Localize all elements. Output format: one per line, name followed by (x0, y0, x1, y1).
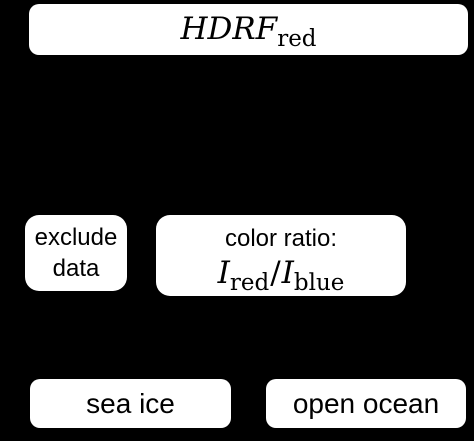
color-ratio-formula: Ired/Iblue (217, 254, 345, 294)
hdrf-subscript: red (277, 26, 317, 52)
sea-ice-box: sea ice (30, 379, 231, 428)
color-ratio-caption: color ratio: (224, 224, 338, 252)
ratio-numerator-subscript: red (229, 269, 270, 296)
ratio-numerator-symbol: I (217, 254, 230, 291)
open-ocean-box: open ocean (266, 379, 466, 428)
ratio-operator: / (270, 254, 281, 291)
sea-ice-label: sea ice (86, 387, 175, 419)
color-ratio-box: color ratio: Ired/Iblue (156, 215, 406, 296)
open-ocean-label: open ocean (292, 387, 440, 419)
hdrf-symbol: HDRF (180, 11, 278, 47)
exclude-label-line2: data (52, 255, 100, 282)
exclude-data-box: exclude data (25, 215, 127, 291)
hdrf-red-box: HDRFred (29, 4, 468, 55)
hdrf-red-formula: HDRFred (180, 11, 316, 51)
ratio-denominator-symbol: I (281, 254, 294, 291)
exclude-label-line1: exclude (34, 224, 118, 251)
ratio-denominator-subscript: blue (293, 269, 345, 296)
